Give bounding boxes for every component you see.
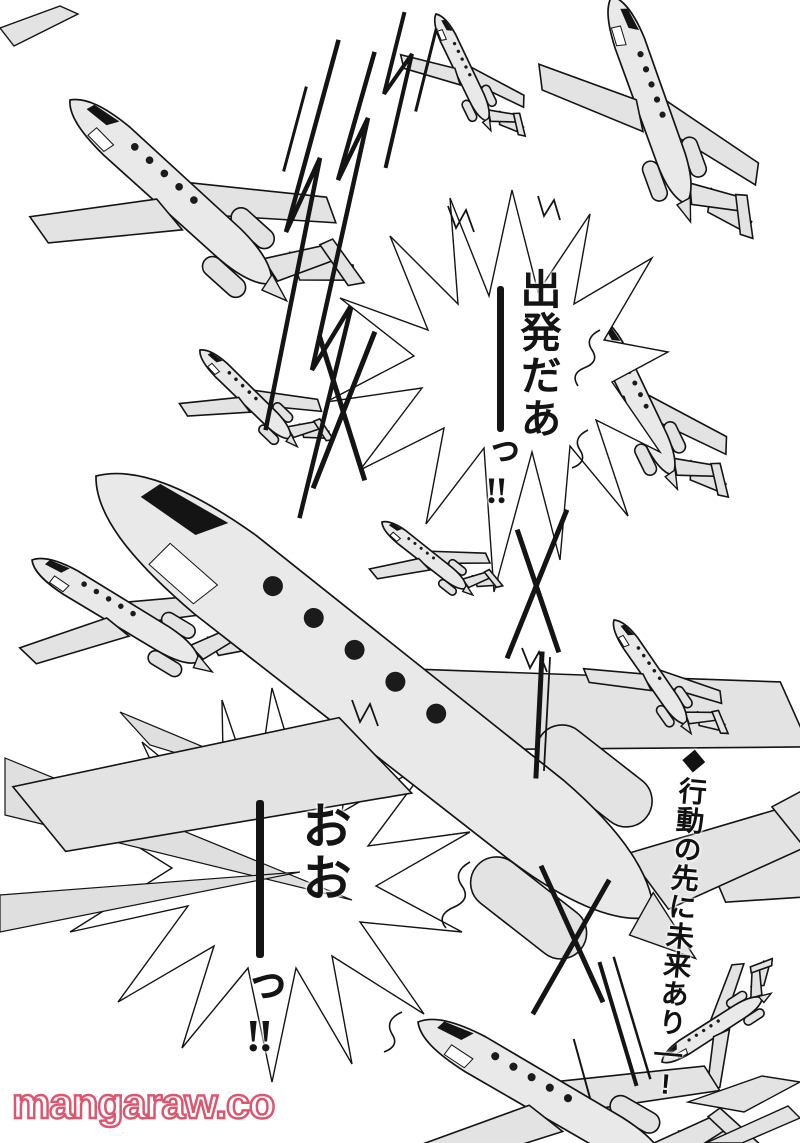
speed-flash-cluster — [263, 11, 438, 519]
plane-fragment-top-left — [0, 5, 80, 47]
speech-bubble1-tail-text: っ‼ — [476, 432, 517, 514]
speech-bubble1-prolonged-dash — [497, 286, 504, 432]
site-watermark: mangaraw.co — [11, 1079, 277, 1130]
speech-bubble2-tail-text: っ‼ — [234, 962, 285, 1063]
x-flash-3 — [530, 864, 652, 1100]
diamond-bullet-icon: ◆ — [676, 740, 712, 779]
speech-bubble2-main-text: おお — [295, 800, 351, 904]
jet-top-center — [388, 0, 541, 172]
x-flash-1 — [310, 330, 378, 490]
jet-top-right — [519, 0, 784, 290]
speech-bubble1-main-text: 出発だあ — [514, 268, 560, 440]
x-flash-2 — [504, 508, 570, 779]
plane-fragment-bottom-right — [685, 1075, 800, 1143]
speech-bubble2-prolonged-dash — [256, 800, 264, 958]
jet-top-left — [0, 24, 391, 419]
vapor-squiggles — [383, 329, 601, 1053]
